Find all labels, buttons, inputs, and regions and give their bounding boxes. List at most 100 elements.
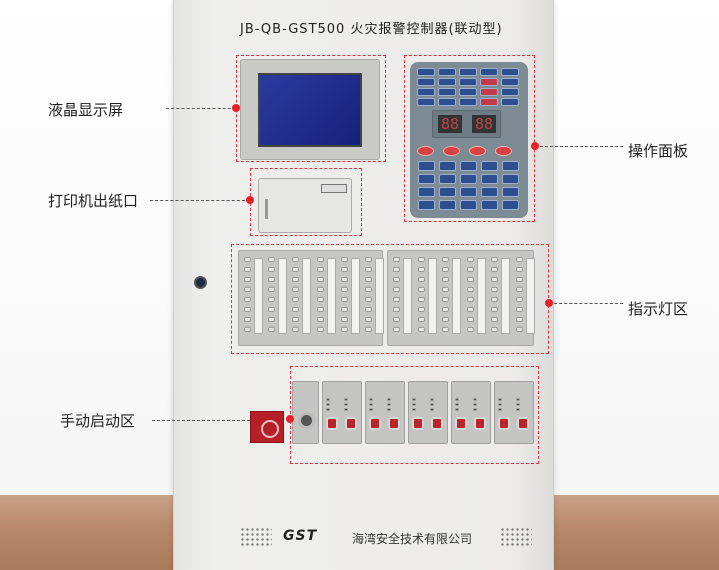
status-led <box>369 403 373 406</box>
start-button-red[interactable] <box>498 417 510 430</box>
indicator-led <box>466 277 474 282</box>
status-led <box>326 403 330 406</box>
keypad-key[interactable] <box>502 200 519 210</box>
function-key[interactable] <box>501 88 519 96</box>
keypad-key[interactable] <box>418 174 435 184</box>
keypad-key[interactable] <box>418 187 435 197</box>
indicator-led <box>466 327 474 332</box>
indicator-led <box>491 267 498 272</box>
indicator-led <box>515 277 523 282</box>
function-key[interactable] <box>480 98 498 106</box>
status-led <box>516 398 520 401</box>
indicator-led <box>364 277 372 282</box>
function-key[interactable] <box>417 98 435 106</box>
indicator-led <box>393 307 400 312</box>
indicator-led <box>244 317 251 322</box>
printer-buttons[interactable] <box>321 184 347 193</box>
keypad-key[interactable] <box>439 174 456 184</box>
keypad-key[interactable] <box>439 187 456 197</box>
function-key[interactable] <box>417 68 435 76</box>
marker-dot-manual <box>286 415 294 423</box>
label-operation-panel: 操作面板 <box>628 142 689 160</box>
indicator-led <box>515 317 523 322</box>
indicator-led <box>340 317 348 322</box>
keypad-key[interactable] <box>460 187 477 197</box>
function-key[interactable] <box>459 78 477 86</box>
keypad-key[interactable] <box>439 200 456 210</box>
function-key[interactable] <box>438 68 456 76</box>
label-strip <box>403 258 412 334</box>
function-key[interactable] <box>459 88 477 96</box>
function-key[interactable] <box>459 68 477 76</box>
start-button-red[interactable] <box>474 417 486 430</box>
function-key[interactable] <box>480 68 498 76</box>
start-button-red[interactable] <box>326 417 338 430</box>
no-entry-sign <box>250 411 284 443</box>
indicator-led <box>316 257 324 262</box>
function-key[interactable] <box>459 98 477 106</box>
leader-line-manual <box>152 420 250 421</box>
keypad-key[interactable] <box>460 161 477 171</box>
manual-start-module <box>408 381 448 444</box>
function-key[interactable] <box>480 88 498 96</box>
indicator-led <box>316 297 324 302</box>
function-key[interactable] <box>438 88 456 96</box>
start-button-red[interactable] <box>388 417 400 430</box>
start-button-red[interactable] <box>517 417 529 430</box>
indicator-led <box>491 327 498 332</box>
start-button-red[interactable] <box>455 417 467 430</box>
indicator-led <box>316 317 324 322</box>
control-button-red[interactable] <box>417 146 434 156</box>
indicator-led <box>417 307 425 312</box>
control-button-red[interactable] <box>469 146 486 156</box>
control-button-red[interactable] <box>495 146 512 156</box>
key-switch[interactable] <box>298 412 315 429</box>
label-strip <box>350 258 360 334</box>
keypad-key[interactable] <box>502 174 519 184</box>
start-button-red[interactable] <box>412 417 424 430</box>
control-button-red[interactable] <box>443 146 460 156</box>
keypad-key[interactable] <box>481 187 498 197</box>
label-strip <box>254 258 263 334</box>
keypad-key[interactable] <box>481 174 498 184</box>
label-indicator-area: 指示灯区 <box>628 300 689 318</box>
keypad-key[interactable] <box>502 187 519 197</box>
keypad-key[interactable] <box>418 200 435 210</box>
manual-start-module <box>365 381 405 444</box>
indicator-led <box>491 317 498 322</box>
keypad-key[interactable] <box>481 200 498 210</box>
keypad-key[interactable] <box>460 174 477 184</box>
start-button-red[interactable] <box>431 417 443 430</box>
indicator-led <box>268 307 276 312</box>
indicator-led <box>268 287 276 292</box>
start-button-red[interactable] <box>345 417 357 430</box>
indicator-led <box>417 317 425 322</box>
status-led <box>412 408 416 411</box>
start-button-red[interactable] <box>369 417 381 430</box>
indicator-led <box>491 277 498 282</box>
function-key[interactable] <box>417 78 435 86</box>
function-key[interactable] <box>438 78 456 86</box>
function-key[interactable] <box>501 68 519 76</box>
status-led <box>473 398 477 401</box>
keypad-key[interactable] <box>481 161 498 171</box>
function-key[interactable] <box>501 78 519 86</box>
indicator-led <box>466 317 474 322</box>
keypad-key[interactable] <box>418 161 435 171</box>
status-led <box>326 408 330 411</box>
door-lock[interactable] <box>194 276 207 289</box>
indicator-led <box>393 317 400 322</box>
keypad-key[interactable] <box>502 161 519 171</box>
keypad-key[interactable] <box>439 161 456 171</box>
indicator-led <box>364 267 372 272</box>
indicator-led <box>393 267 400 272</box>
function-key[interactable] <box>417 88 435 96</box>
function-key[interactable] <box>480 78 498 86</box>
function-key[interactable] <box>438 98 456 106</box>
indicator-led <box>515 267 523 272</box>
leader-line-printer <box>150 200 250 201</box>
keypad-key[interactable] <box>460 200 477 210</box>
function-key[interactable] <box>501 98 519 106</box>
label-strip <box>427 258 437 334</box>
indicator-led <box>244 277 251 282</box>
